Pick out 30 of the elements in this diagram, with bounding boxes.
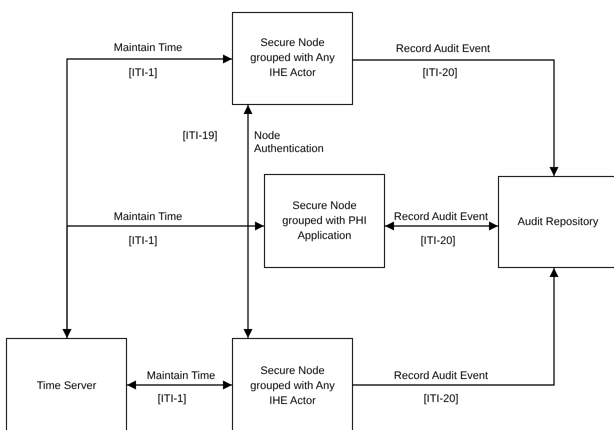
actor-box bbox=[264, 174, 385, 268]
transaction-id: [ITI-1] bbox=[128, 67, 158, 80]
actor-box bbox=[232, 12, 353, 105]
arrow bbox=[353, 268, 558, 386]
actor-name: Secure Node grouped with Any IHE Actor bbox=[249, 36, 336, 81]
edge-label: Node Authentication bbox=[254, 130, 325, 156]
edge-label: Record Audit Event bbox=[394, 370, 488, 383]
transaction-id: [ITI-20] bbox=[420, 235, 456, 248]
actor-name: Secure Node grouped with Any IHE Actor bbox=[249, 364, 336, 408]
transaction-id: [ITI-19] bbox=[182, 130, 218, 143]
transaction-id: [ITI-1] bbox=[128, 235, 158, 248]
arrow bbox=[244, 105, 252, 338]
actor-name: Secure Node grouped with PHI Application bbox=[281, 198, 368, 244]
arrow bbox=[62, 222, 264, 338]
edge-label: Record Audit Event bbox=[396, 43, 490, 56]
edge-label: Record Audit Event bbox=[394, 211, 488, 224]
edge-label: Maintain Time bbox=[146, 370, 216, 383]
edge-label: Maintain Time bbox=[114, 42, 182, 55]
actor-box bbox=[232, 338, 353, 430]
transaction-id: [ITI-20] bbox=[424, 393, 458, 406]
actor-box bbox=[498, 176, 614, 268]
actor-name: Time Server bbox=[36, 378, 96, 394]
edge-label: Maintain Time bbox=[114, 211, 182, 224]
transaction-id: [ITI-1] bbox=[158, 393, 186, 406]
actor-name: Audit Repository bbox=[518, 214, 598, 230]
arrow bbox=[385, 222, 498, 230]
actor-box bbox=[6, 338, 127, 430]
arrow bbox=[353, 59, 558, 176]
transaction-id: [ITI-20] bbox=[422, 67, 458, 80]
arrow bbox=[127, 380, 232, 390]
